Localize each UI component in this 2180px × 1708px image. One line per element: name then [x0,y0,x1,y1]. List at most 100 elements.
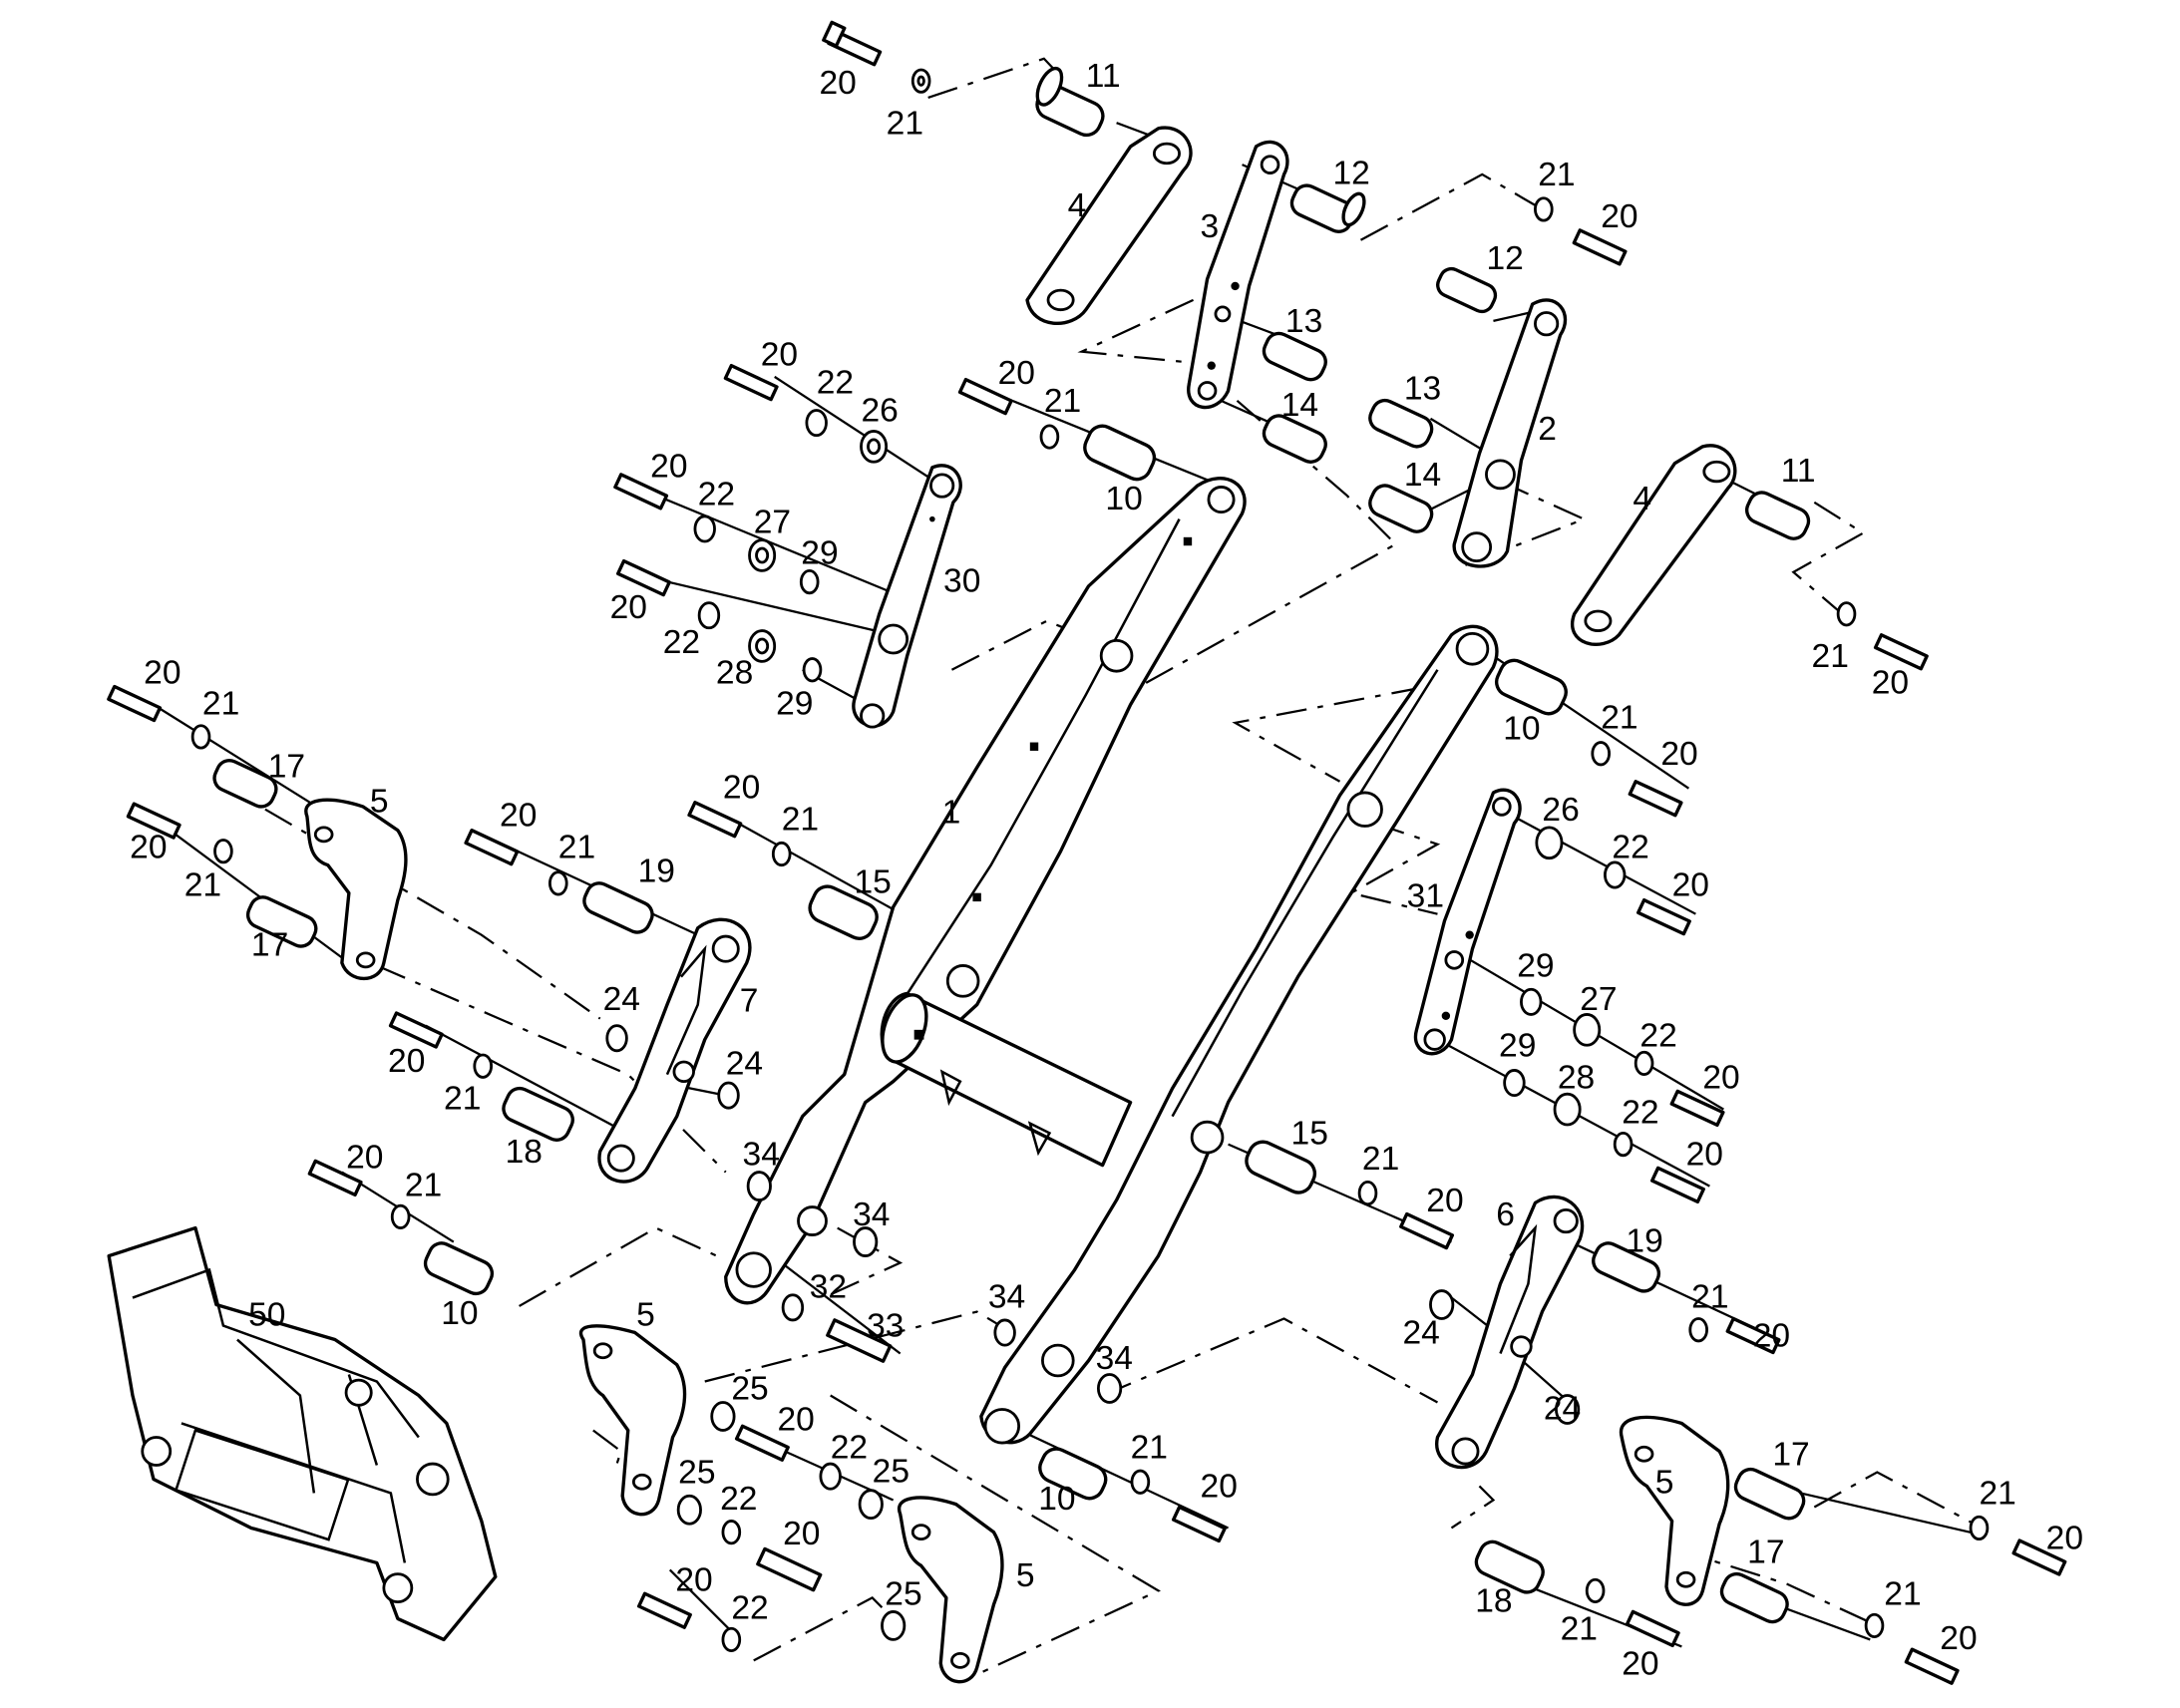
bolt [756,1546,823,1592]
bolt [126,802,182,840]
label-20: 20 [500,798,537,835]
pin-17-upper [212,758,278,809]
label-21: 21 [1044,383,1081,420]
bolt [1625,1609,1680,1648]
bolt [1904,1647,1960,1685]
label-21: 21 [782,802,819,839]
pin-15-left [808,884,879,940]
label-21: 21 [405,1167,442,1203]
label-17: 17 [268,749,305,786]
bolt [307,1159,363,1197]
label-24: 24 [603,981,640,1018]
label-21: 21 [1131,1429,1168,1466]
bolt [1649,1166,1705,1204]
label-19: 19 [1626,1222,1662,1259]
bracket-5-right [1619,1415,1730,1606]
label-21: 21 [202,686,239,723]
label-27: 27 [1580,981,1617,1018]
label-34: 34 [743,1137,780,1174]
label-29: 29 [801,534,838,571]
label-34: 34 [853,1196,890,1233]
pin-19-right [1592,1241,1661,1293]
label-7: 7 [740,983,759,1020]
bracket-5-lower-mid [897,1496,1004,1684]
bolt [687,801,743,839]
label-20: 20 [819,65,856,102]
label-22: 22 [1612,830,1648,866]
label-20: 20 [723,770,760,807]
label-11: 11 [1781,453,1816,490]
pin-10-left [423,1241,495,1296]
label-22: 22 [731,1589,768,1626]
label-5: 5 [1655,1464,1674,1501]
label-3: 3 [1201,208,1220,245]
label-33: 33 [867,1308,904,1345]
pin-10-right [1494,658,1568,716]
main-arm-right [979,624,1499,1445]
label-21: 21 [444,1081,481,1118]
label-21: 21 [1884,1575,1921,1612]
label-15: 15 [854,864,891,901]
label-14: 14 [1281,387,1318,424]
bolt [734,1424,790,1462]
label-21: 21 [1691,1278,1728,1315]
plate-2 [1452,298,1568,568]
pin-17-lower [245,895,318,948]
label-32: 32 [810,1269,847,1306]
label-13: 13 [1404,370,1441,407]
bolt [388,1011,444,1049]
label-20: 20 [1601,198,1637,235]
label-12: 12 [1486,240,1523,277]
pin-19-left [582,881,654,934]
label-21: 21 [1538,157,1575,193]
label-29: 29 [776,686,813,723]
label-21: 21 [1812,638,1849,675]
bracket-5-upper-left [304,798,408,980]
washers [190,68,1990,1653]
plate-30 [852,464,962,729]
bolt [723,363,779,402]
label-20: 20 [2046,1520,2083,1556]
label-24: 24 [1544,1390,1581,1427]
label-22: 22 [663,624,700,661]
label-20: 20 [761,337,798,374]
label-20: 20 [998,355,1035,392]
label-6: 6 [1496,1196,1515,1233]
label-21: 21 [1601,700,1637,737]
pin-11-top [1035,66,1105,138]
label-50: 50 [248,1297,285,1334]
pin-12-top [1289,183,1366,234]
bolt [1636,898,1691,936]
label-18: 18 [1475,1582,1512,1619]
label-10: 10 [1038,1481,1075,1518]
label-22: 22 [817,365,854,402]
label-30: 30 [943,562,980,599]
link-4-right [1571,444,1737,646]
label-20: 20 [650,449,687,486]
label-20: 20 [1672,866,1709,903]
pin-13-top [1262,331,1327,382]
label-20: 20 [610,589,647,626]
label-22: 22 [831,1429,868,1466]
label-22: 22 [1639,1018,1676,1055]
label-11: 11 [1086,58,1121,95]
label-15: 15 [1291,1116,1328,1153]
label-20: 20 [1622,1645,1658,1682]
label-20: 20 [144,655,181,692]
label-31: 31 [1407,878,1444,915]
label-20: 20 [1702,1060,1739,1097]
label-14: 14 [1404,457,1441,494]
label-20: 20 [1753,1318,1790,1355]
label-5: 5 [370,784,389,821]
bolt [613,473,669,511]
label-17: 17 [1747,1534,1784,1570]
label-20: 20 [1940,1620,1977,1657]
link-6 [1435,1195,1585,1470]
label-20: 20 [1660,736,1697,773]
bolt [1628,780,1683,818]
bolts [107,20,2067,1685]
pin-10-upper [1083,424,1157,482]
pin-17-right-lower [1719,1571,1789,1624]
pins [212,66,1811,1624]
